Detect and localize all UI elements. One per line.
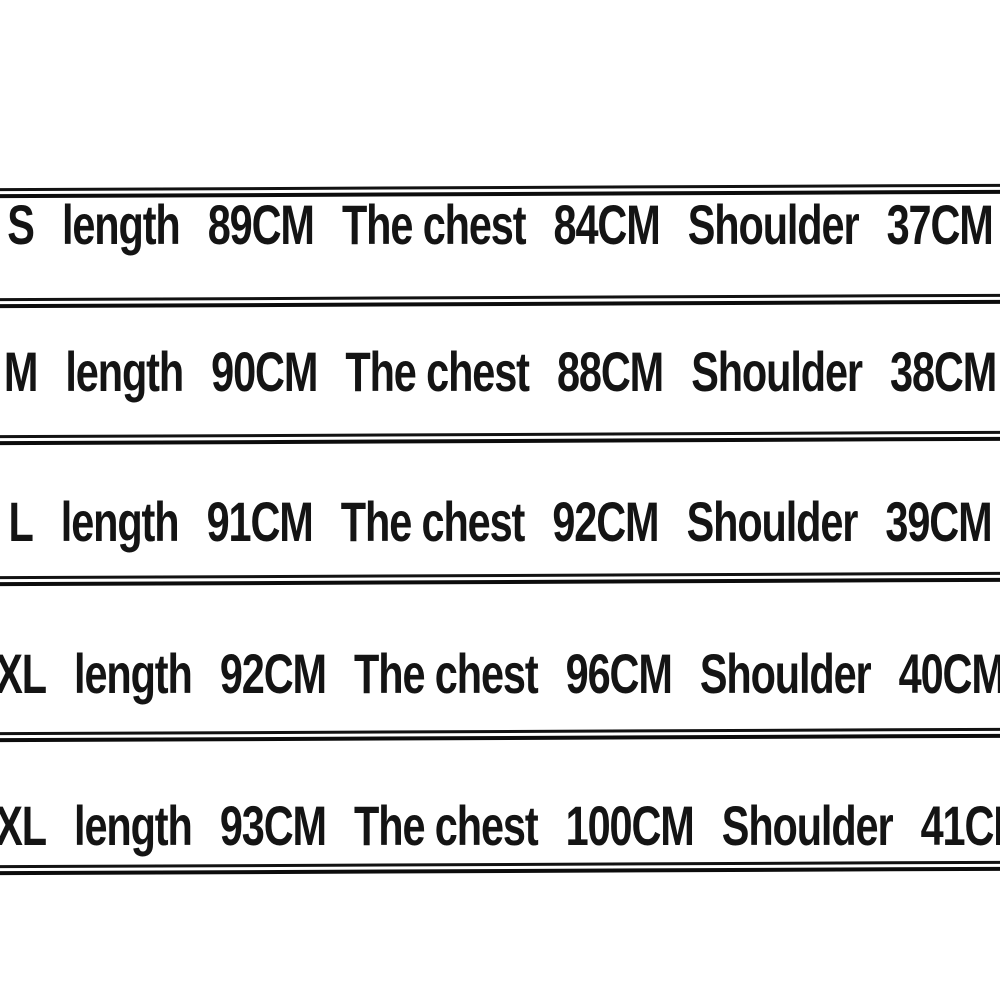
size-row-m: M length 90CM The chest 88CM Shoulder 38… [4, 340, 997, 403]
length-value: 90CM [211, 340, 318, 403]
chest-label: The chest [354, 794, 539, 857]
size-row-s: S length 89CM The chest 84CM Shoulder 37… [7, 193, 994, 256]
chest-label: The chest [341, 193, 527, 256]
shoulder-label: Shoulder [721, 794, 894, 857]
length-label: length [74, 794, 193, 857]
shoulder-label: Shoulder [691, 340, 863, 403]
size-row-2xl: 2XL length 93CM The chest 100CM Shoulder… [0, 794, 1000, 857]
shoulder-value: 38CM [890, 340, 997, 403]
size-label: L [8, 490, 33, 553]
divider-line [0, 571, 1000, 587]
length-value: 91CM [206, 490, 314, 553]
shoulder-value: 37CM [886, 193, 994, 256]
chest-value: 96CM [565, 642, 673, 705]
length-label: length [65, 340, 184, 403]
divider-line [0, 293, 1000, 309]
chest-value: 100CM [565, 794, 695, 857]
chest-label: The chest [345, 340, 530, 403]
shoulder-value: 40CM [898, 642, 1000, 705]
chest-value: 88CM [556, 340, 664, 403]
size-label: M [3, 340, 39, 403]
length-label: length [61, 193, 181, 256]
size-label: S [7, 193, 35, 256]
size-label: 2XL [0, 794, 47, 857]
length-label: length [74, 642, 193, 705]
divider-line [0, 430, 1000, 446]
shoulder-label: Shoulder [699, 642, 872, 705]
chest-label: The chest [354, 642, 539, 705]
length-value: 92CM [219, 642, 327, 705]
chest-value: 84CM [553, 193, 661, 256]
shoulder-value: 41CM [920, 794, 1000, 857]
chest-value: 92CM [552, 490, 659, 553]
divider-line [0, 860, 1000, 876]
length-label: length [60, 490, 180, 553]
shoulder-label: Shoulder [687, 193, 860, 256]
size-row-xl: XL length 92CM The chest 96CM Shoulder 4… [0, 642, 1000, 705]
chest-label: The chest [340, 490, 526, 553]
size-row-l: L length 91CM The chest 92CM Shoulder 39… [8, 490, 992, 553]
shoulder-value: 39CM [885, 490, 992, 553]
length-value: 93CM [219, 794, 327, 857]
size-label: XL [0, 642, 47, 705]
shoulder-label: Shoulder [686, 490, 859, 553]
length-value: 89CM [207, 193, 315, 256]
divider-line [0, 727, 1000, 743]
